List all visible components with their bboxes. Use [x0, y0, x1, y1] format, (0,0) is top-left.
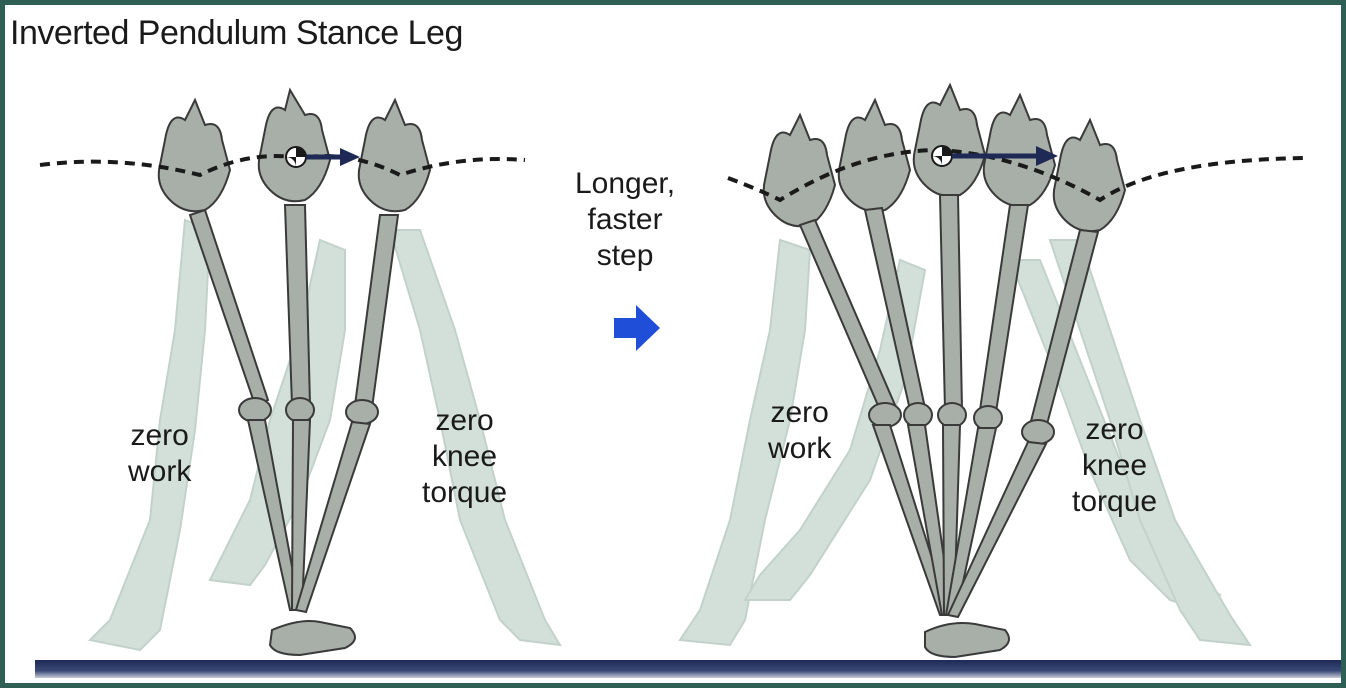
label-zero-work-left: zero work	[128, 418, 191, 490]
label-zero-knee-torque-left: zero knee torque	[422, 403, 507, 511]
diagram-title: Inverted Pendulum Stance Leg	[10, 14, 463, 53]
ground-line	[35, 660, 1341, 678]
right-arrow-icon	[614, 305, 660, 351]
label-zero-work-right: zero work	[768, 395, 831, 467]
transition-caption: Longer, faster step	[575, 166, 675, 274]
com-marker-left	[286, 147, 306, 167]
label-zero-knee-torque-right: zero knee torque	[1072, 412, 1157, 520]
com-marker-right	[932, 146, 952, 166]
